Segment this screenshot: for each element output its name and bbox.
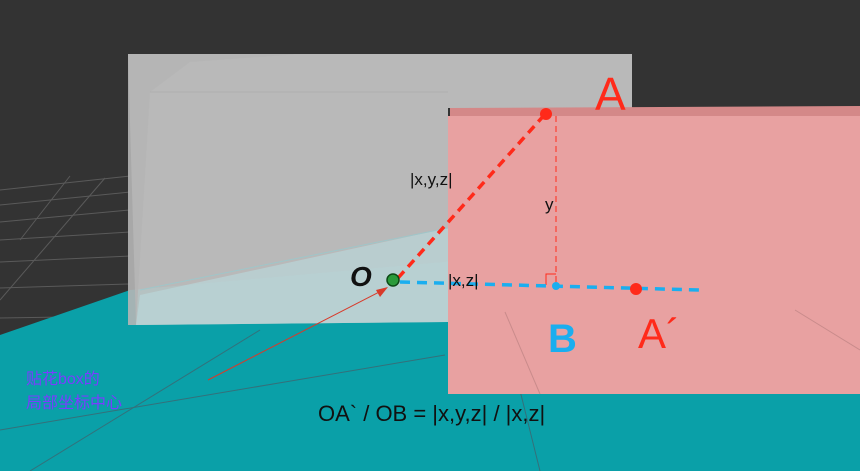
point-a-prime-dot [630,283,642,295]
label-a-prime: A´ [638,310,680,357]
right-angle-mark [545,273,556,285]
gray-box [128,54,632,325]
annotation-text-line1: 贴花box的 [26,370,100,388]
pink-box [448,106,860,395]
label-a: A [595,68,626,120]
label-length-xyz: |x,y,z| [410,170,453,189]
point-b-dot [552,282,560,290]
formula-text: OA` / OB = |x,y,z| / |x,z| [318,401,545,426]
label-b: B [548,317,577,361]
label-height-y: y [545,195,554,214]
label-o: O [350,261,372,292]
annotation-arrow [207,288,386,381]
annotation-text-line2: 局部坐标中心 [26,394,122,412]
label-length-xz: |x,z| [448,271,479,290]
origin-gizmo [386,273,400,287]
point-a-dot [540,108,552,120]
line-oa [396,110,549,280]
annotation-arrowhead [376,287,388,297]
